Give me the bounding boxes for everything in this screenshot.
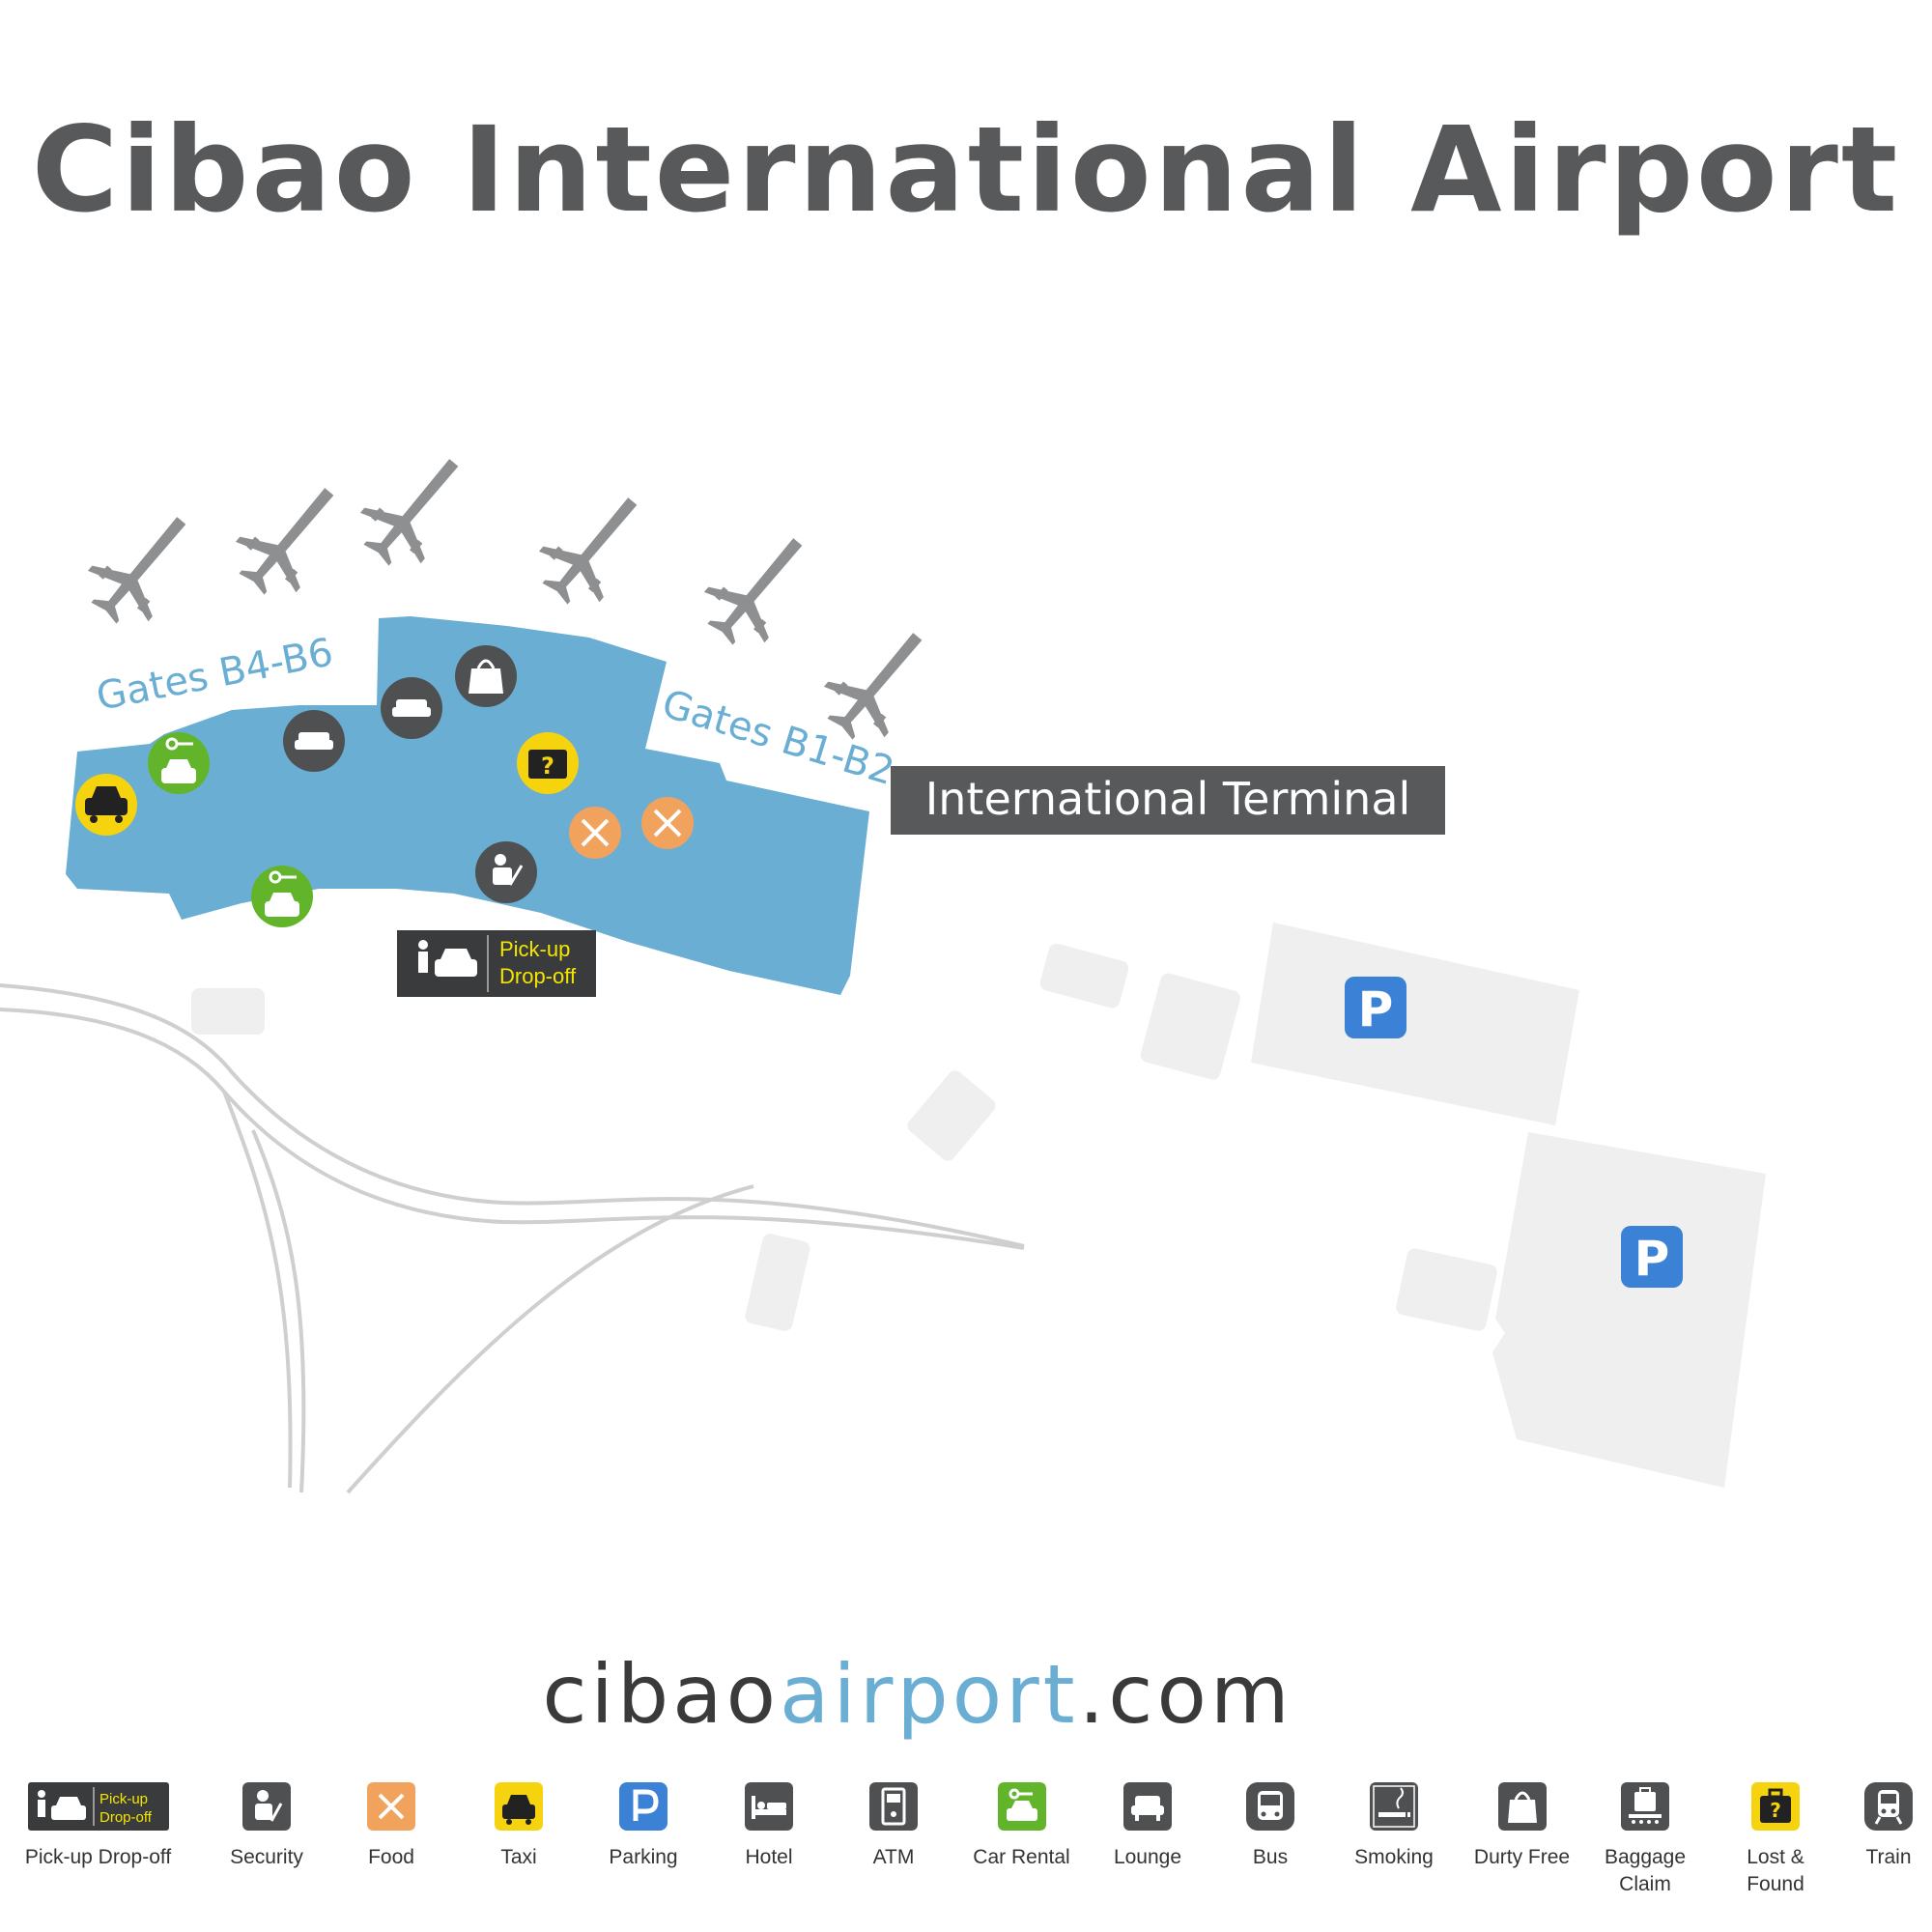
legend-item-duty-free: Durty Free [1457,1782,1587,1871]
legend-label: Train [1865,1846,1912,1868]
hotel-icon [745,1782,793,1831]
website-url: cibaoairport.com [0,1647,1835,1742]
legend-label: Lost & [1747,1846,1804,1868]
svg-text:?: ? [541,753,554,780]
legend-item-hotel: Hotel [721,1782,817,1871]
food-icon [569,807,621,859]
train-icon [1864,1782,1913,1831]
lost-found-icon: ? [517,732,579,794]
legend-item-train: Train [1850,1782,1927,1871]
legend-label: Smoking [1354,1846,1434,1868]
legend-item-smoking: Smoking [1341,1782,1447,1871]
terminal-label-box [891,766,1445,835]
food-icon [641,797,694,849]
svg-text:?: ? [1770,1799,1781,1822]
legend-label-line2: Claim [1619,1873,1671,1895]
legend-item-lost-found: ? Lost & Found [1727,1782,1824,1898]
website-prefix: cibao [542,1647,781,1742]
legend-label: Food [368,1846,414,1868]
legend-label: Security [230,1846,303,1868]
website-middle: airport [780,1647,1079,1742]
legend: Pick-up Drop-off Pick-up Drop-off Securi… [0,1782,1932,1932]
smoking-icon [1370,1782,1418,1831]
roads [0,983,1025,1494]
lost-found-icon: ? [1751,1782,1800,1831]
parking-lots [191,923,1766,1488]
atm-icon [869,1782,918,1831]
baggage-claim-icon [1621,1782,1669,1831]
legend-label-line2: Found [1747,1873,1804,1895]
lounge-icon [381,677,442,739]
legend-item-car-rental: Car Rental [961,1782,1082,1871]
pickup-sign-line2: Drop-off [499,964,577,988]
page-title: Cibao International Airport [31,101,1901,239]
legend-item-lounge: Lounge [1094,1782,1201,1871]
terminal-label: International Terminal [925,773,1411,825]
legend-label: Car Rental [973,1846,1070,1868]
security-icon [475,841,537,903]
parking-icon: P [1345,977,1406,1038]
legend-item-taxi: Taxi [470,1782,567,1871]
legend-label: Pick-up Drop-off [24,1846,172,1868]
legend-label: Taxi [500,1846,537,1868]
security-icon [242,1782,291,1831]
legend-item-food: Food [343,1782,440,1871]
car-rental-icon [148,732,210,794]
legend-pickup-line2: Drop-off [99,1809,153,1826]
taxi-icon [75,774,137,836]
lounge-icon [1123,1782,1172,1831]
duty-free-icon [455,645,517,707]
legend-item-parking: Parking [595,1782,692,1871]
legend-label: Parking [609,1846,678,1868]
parking-icon [619,1782,668,1831]
taxi-icon [495,1782,543,1831]
bus-icon [1246,1782,1294,1831]
car-rental-icon [997,1782,1046,1831]
lounge-icon [283,710,345,772]
pickup-dropoff-sign: Pick-up Drop-off [397,930,596,997]
legend-label: Baggage [1604,1846,1687,1868]
legend-label: Lounge [1113,1846,1182,1868]
parking-letter: P [1358,981,1394,1037]
legend-label: Durty Free [1473,1846,1571,1868]
car-rental-icon [251,866,313,927]
parking-icon: P [1621,1226,1683,1288]
pickup-dropoff-icon: Pick-up Drop-off [27,1782,169,1831]
legend-item-atm: ATM [845,1782,942,1871]
parking-letter: P [1634,1231,1670,1287]
legend-label: Bus [1252,1846,1289,1868]
food-icon [367,1782,415,1831]
legend-item-bus: Bus [1222,1782,1319,1871]
legend-item-pickup-dropoff: Pick-up Drop-off Pick-up Drop-off [14,1782,183,1871]
legend-label: Hotel [745,1846,793,1868]
website-suffix: .com [1078,1647,1293,1742]
legend-item-security: Security [209,1782,325,1871]
legend-item-baggage-claim: Baggage Claim [1592,1782,1698,1898]
duty-free-icon [1497,1782,1547,1831]
legend-pickup-line1: Pick-up [99,1791,148,1807]
pickup-sign-line1: Pick-up [499,937,570,961]
legend-label: ATM [872,1846,915,1868]
terminal-building [66,616,869,995]
